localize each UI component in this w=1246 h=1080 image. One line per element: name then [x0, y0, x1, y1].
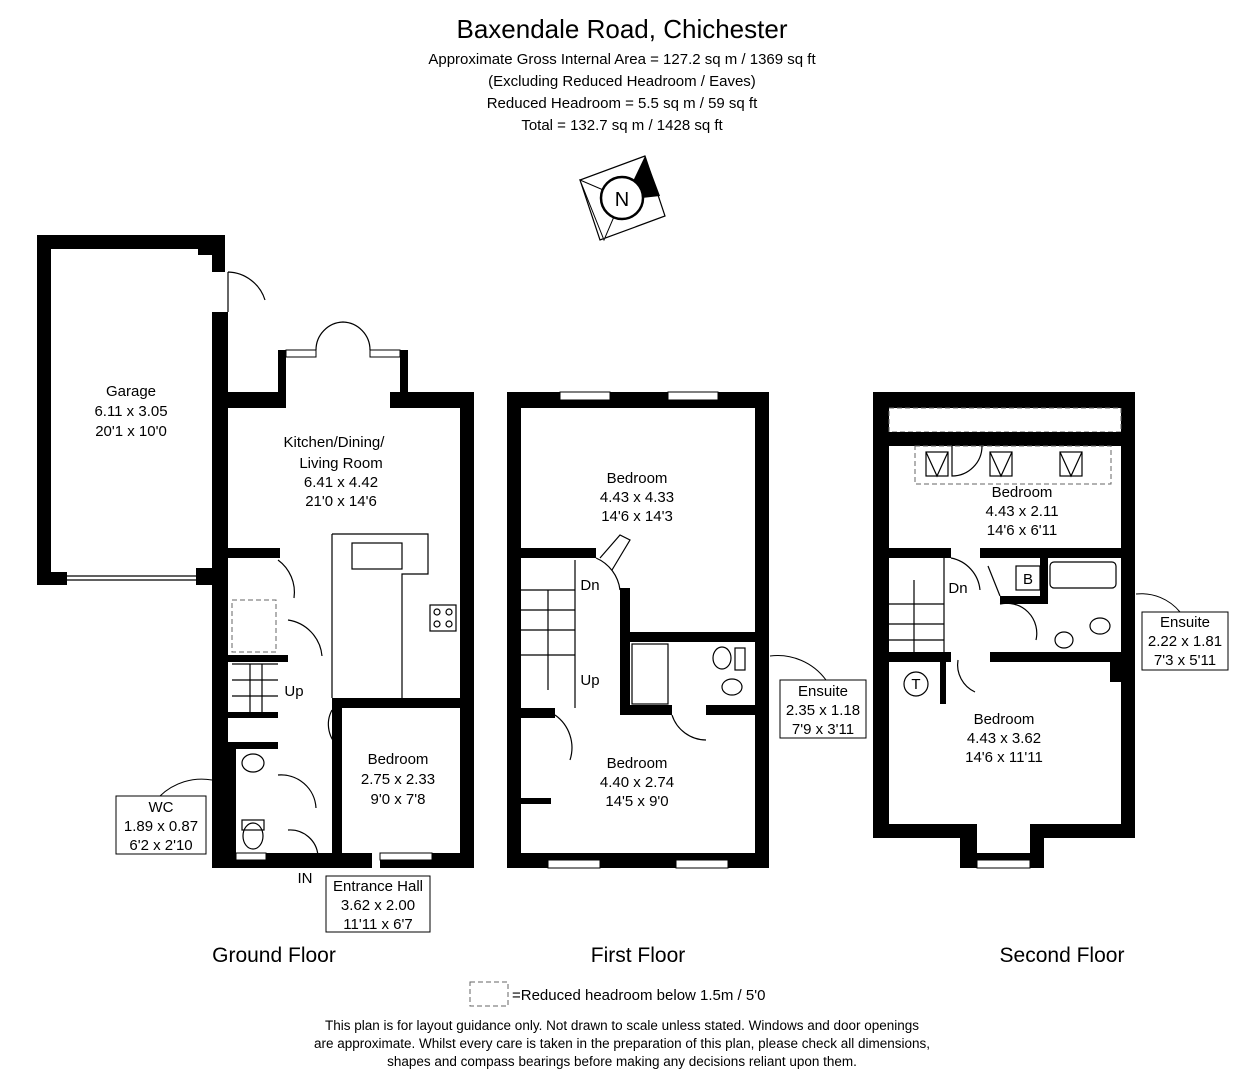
second-floor-label: Second Floor	[1000, 944, 1125, 967]
ground-floor-plan: Garage 6.11 x 3.05 20'1 x 10'0 Kitchen/D…	[37, 235, 474, 967]
sf-bedroom-2-label: Bedroom	[974, 711, 1035, 728]
ff-bedroom-1-metric: 4.43 x 4.33	[600, 489, 674, 506]
hall-imperial: 11'11 x 6'7	[343, 916, 412, 933]
plan-title: Baxendale Road, Chichester	[457, 14, 788, 44]
boiler-label: B	[1023, 571, 1033, 588]
ff-stairs-down-label: Dn	[580, 577, 599, 594]
ff-ensuite-imperial: 7'9 x 3'11	[792, 721, 854, 738]
first-floor-plan: Bedroom 4.43 x 4.33 14'6 x 14'3 Bedroom …	[507, 391, 867, 967]
sf-bedroom-1-imperial: 14'6 x 6'11	[987, 522, 1058, 539]
ff-stairs-up-label: Up	[580, 672, 599, 689]
ff-bedroom-1-label: Bedroom	[607, 470, 668, 487]
compass-icon: N	[579, 155, 666, 242]
sf-bedroom-2-metric: 4.43 x 3.62	[967, 730, 1041, 747]
tank-label: T	[911, 676, 920, 693]
compass-north-label: N	[615, 189, 629, 211]
disclaimer-line-3: shapes and compass bearings before makin…	[387, 1054, 857, 1069]
kitchen-metric: 6.41 x 4.42	[304, 474, 378, 491]
ff-bedroom-2-imperial: 14'5 x 9'0	[605, 793, 668, 810]
wc-label: WC	[149, 799, 174, 816]
disclaimer-line-1: This plan is for layout guidance only. N…	[325, 1018, 919, 1033]
sf-ensuite-metric: 2.22 x 1.81	[1148, 633, 1222, 650]
hall-label: Entrance Hall	[333, 878, 423, 895]
kitchen-label-2: Living Room	[299, 455, 382, 472]
second-floor-plan: Bedroom 4.43 x 2.11 14'6 x 6'11 Bedroom …	[873, 392, 1229, 967]
reduced-headroom-text: Reduced Headroom = 5.5 sq m / 59 sq ft	[487, 95, 758, 112]
disclaimer: This plan is for layout guidance only. N…	[314, 1018, 930, 1069]
header: Baxendale Road, Chichester Approximate G…	[428, 14, 816, 134]
sf-bedroom-1-metric: 4.43 x 2.11	[985, 503, 1058, 520]
sf-stairs-down-label: Dn	[948, 580, 967, 597]
legend: =Reduced headroom below 1.5m / 5'0	[469, 981, 765, 1007]
gf-stairs-up-label: Up	[284, 683, 303, 700]
gf-bedroom-metric: 2.75 x 2.33	[361, 771, 435, 788]
gross-area-text: Approximate Gross Internal Area = 127.2 …	[428, 51, 816, 68]
garage-label: Garage	[106, 383, 156, 400]
first-floor-label: First Floor	[591, 944, 686, 967]
ground-floor-label: Ground Floor	[212, 944, 336, 967]
sf-ensuite-label: Ensuite	[1160, 614, 1210, 631]
ff-ensuite-metric: 2.35 x 1.18	[786, 702, 860, 719]
reduced-headroom-swatch	[469, 981, 509, 1007]
legend-text: =Reduced headroom below 1.5m / 5'0	[512, 987, 765, 1004]
disclaimer-line-2: are approximate. Whilst every care is ta…	[314, 1036, 930, 1051]
ff-bedroom-2-label: Bedroom	[607, 755, 668, 772]
sf-bedroom-2-imperial: 14'6 x 11'11	[965, 749, 1043, 766]
hall-metric: 3.62 x 2.00	[341, 897, 415, 914]
garage-imperial: 20'1 x 10'0	[95, 423, 167, 440]
kitchen-imperial: 21'0 x 14'6	[305, 493, 377, 510]
gf-bedroom-imperial: 9'0 x 7'8	[371, 791, 426, 808]
ff-bedroom-1-imperial: 14'6 x 14'3	[601, 508, 673, 525]
wc-imperial: 6'2 x 2'10	[129, 837, 192, 854]
garage-metric: 6.11 x 3.05	[94, 403, 167, 420]
total-area-text: Total = 132.7 sq m / 1428 sq ft	[521, 117, 723, 134]
ff-bedroom-2-metric: 4.40 x 2.74	[600, 774, 674, 791]
entrance-in-label: IN	[298, 870, 313, 887]
ff-ensuite-label: Ensuite	[798, 683, 848, 700]
gf-bedroom-label: Bedroom	[368, 751, 429, 768]
area-note-text: (Excluding Reduced Headroom / Eaves)	[488, 73, 756, 90]
kitchen-label-1: Kitchen/Dining/	[284, 434, 386, 451]
sf-ensuite-imperial: 7'3 x 5'11	[1154, 652, 1216, 669]
wc-metric: 1.89 x 0.87	[124, 818, 198, 835]
sf-bedroom-1-label: Bedroom	[992, 484, 1053, 501]
